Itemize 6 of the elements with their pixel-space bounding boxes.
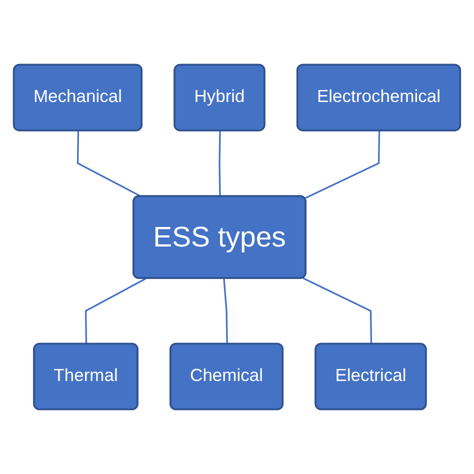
connector	[218, 130, 221, 197]
connector	[304, 130, 380, 200]
connector	[76, 130, 142, 198]
connector	[223, 278, 228, 344]
connector	[84, 278, 146, 344]
connector	[302, 277, 372, 344]
